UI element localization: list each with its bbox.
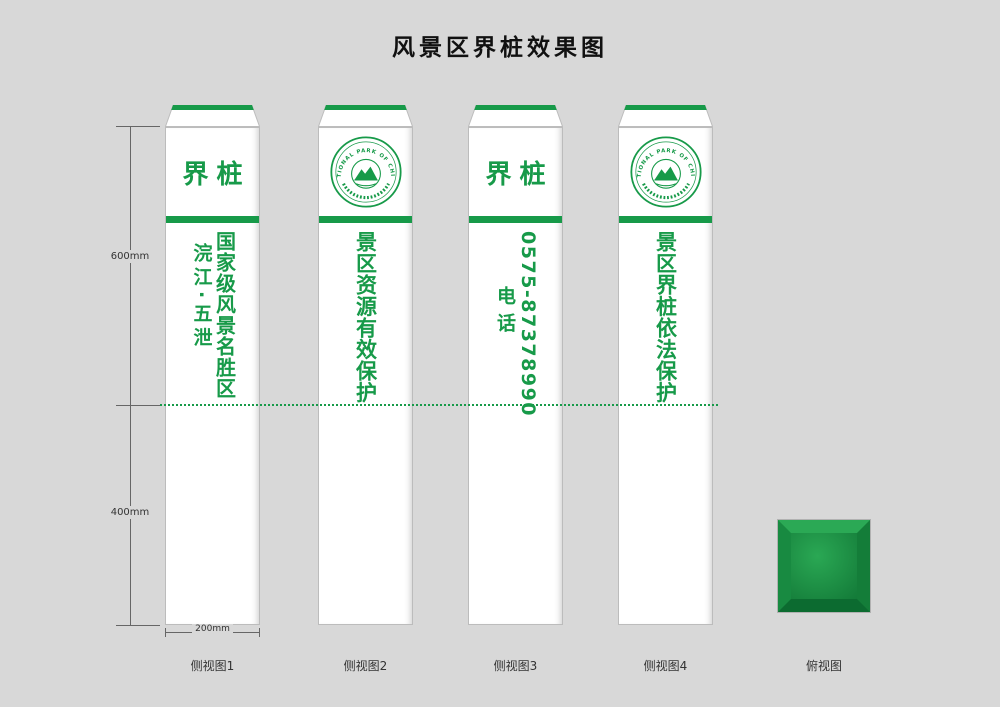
post-cap (468, 105, 563, 127)
national-park-emblem-icon: NATIONAL PARK OF CHINA (330, 136, 402, 208)
post-side-view-4: NATIONAL PARK OF CHINA 景区界桩依法保护 (618, 105, 713, 625)
post3-header-text: 界桩 (485, 159, 554, 190)
post-side-view-3: 界桩 0575-87378990 电话 (468, 105, 563, 625)
post-cap (165, 105, 260, 127)
caption-side-view-1: 侧视图1 (190, 659, 235, 673)
green-band (166, 216, 259, 223)
dimension-label-600mm: 600mm (106, 250, 154, 263)
ground-level-dashed-line (160, 404, 718, 406)
dimension-vertical-line (130, 126, 131, 625)
post1-main-text: 国家级风景名胜区 (212, 231, 237, 399)
post1-sub-text: 浣江·五泄 (190, 243, 213, 352)
caption-side-view-3: 侧视图3 (493, 659, 538, 673)
green-band (469, 216, 562, 223)
post4-body-text: 景区界桩依法保护 (653, 231, 678, 403)
national-park-emblem-icon: NATIONAL PARK OF CHINA (630, 136, 702, 208)
top-view-square (778, 520, 870, 612)
caption-top-view: 俯视图 (805, 659, 842, 673)
post-body: NATIONAL PARK OF CHINA 景区资源有效保护 (318, 127, 413, 625)
caption-side-view-4: 侧视图4 (643, 659, 688, 673)
post2-body-text: 景区资源有效保护 (353, 231, 378, 403)
post-cap (318, 105, 413, 127)
caption-side-view-2: 侧视图2 (343, 659, 388, 673)
post3-phone-label: 电话 (494, 286, 516, 340)
dimension-tick-ground (116, 405, 160, 406)
width-dim-label: 200mm (165, 624, 260, 634)
post-side-view-1: 界桩 国家级风景名胜区 浣江·五泄 (165, 105, 260, 625)
page-title: 风景区界桩效果图 (392, 35, 608, 60)
post-cap (618, 105, 713, 127)
dimension-tick-top (116, 126, 160, 127)
dimension-tick-bottom (116, 625, 160, 626)
post3-phone-number: 0575-87378990 (516, 231, 539, 418)
dimension-label-400mm: 400mm (106, 506, 154, 519)
post-side-view-2: NATIONAL PARK OF CHINA 景区资源有效保护 (318, 105, 413, 625)
post-body: 界桩 国家级风景名胜区 浣江·五泄 (165, 127, 260, 625)
green-band (619, 216, 712, 223)
post-body: 界桩 0575-87378990 电话 (468, 127, 563, 625)
green-band (319, 216, 412, 223)
post-body: NATIONAL PARK OF CHINA 景区界桩依法保护 (618, 127, 713, 625)
post1-header-text: 界桩 (182, 159, 251, 190)
